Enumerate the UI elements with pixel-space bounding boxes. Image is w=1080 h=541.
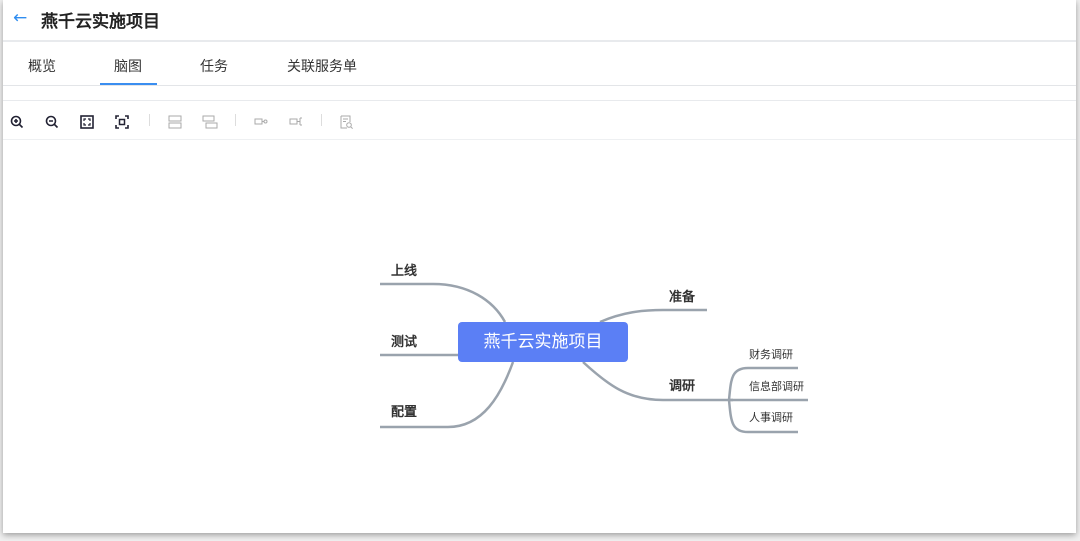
node-上线[interactable]: 上线: [391, 263, 417, 279]
tab-related-tickets[interactable]: 关联服务单: [287, 59, 357, 75]
mindmap-connectors: [380, 282, 808, 434]
connector-调研-children: [727, 366, 808, 434]
zoom-in-icon[interactable]: [7, 112, 27, 132]
page-title: 燕千云实施项目: [41, 12, 160, 32]
tab-bar: 概览 脑图 任务 关联服务单: [3, 44, 1076, 86]
node-准备[interactable]: 准备: [669, 289, 696, 305]
center-icon[interactable]: [112, 112, 132, 132]
node-配置[interactable]: 配置: [391, 405, 417, 420]
tab-tasks[interactable]: 任务: [200, 59, 228, 75]
root-node-label: 燕千云实施项目: [484, 332, 603, 352]
zoom-out-icon[interactable]: [42, 112, 62, 132]
toolbar-separator: [235, 114, 236, 126]
expand-icon[interactable]: [286, 112, 306, 132]
connector-上线: [380, 282, 507, 323]
mindmap-toolbar: [3, 112, 1076, 134]
connector-准备: [599, 308, 707, 324]
app-window: ← 燕千云实施项目 概览 脑图 任务 关联服务单 燕千云实: [3, 0, 1076, 533]
search-node-icon[interactable]: [336, 112, 356, 132]
add-child-icon[interactable]: [200, 112, 220, 132]
toolbar-separator: [321, 114, 322, 126]
tab-mindmap[interactable]: 脑图: [114, 59, 142, 75]
fit-screen-icon[interactable]: [77, 112, 97, 132]
node-财务调研[interactable]: 财务调研: [749, 347, 793, 361]
root-node[interactable]: [458, 322, 628, 362]
divider: [3, 100, 1076, 101]
node-调研[interactable]: 调研: [669, 379, 695, 394]
connector-配置: [380, 361, 515, 429]
tab-overview[interactable]: 概览: [28, 59, 56, 75]
back-arrow-icon[interactable]: ←: [13, 8, 28, 28]
active-tab-indicator: [100, 83, 157, 85]
add-sibling-icon[interactable]: [165, 112, 185, 132]
toolbar-separator: [149, 114, 150, 126]
node-信息部调研[interactable]: 信息部调研: [749, 379, 804, 393]
divider: [3, 139, 1076, 140]
node-人事调研[interactable]: 人事调研: [749, 411, 793, 424]
node-测试[interactable]: 测试: [391, 334, 417, 350]
collapse-icon[interactable]: [251, 112, 271, 132]
mindmap-canvas[interactable]: 燕千云实施项目 上线 测试 配置 准备 调研 财务调研 信息部调研 人事调研: [3, 0, 1076, 533]
connector-调研: [582, 361, 733, 402]
header: ← 燕千云实施项目: [3, 0, 1076, 42]
